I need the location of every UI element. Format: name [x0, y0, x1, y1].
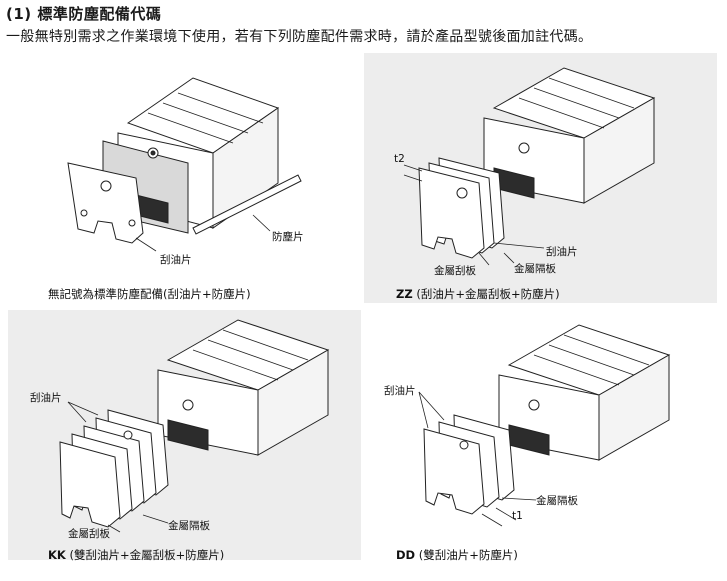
caption-standard: 無記號為標準防塵配備(刮油片+防塵片) [48, 287, 251, 301]
label-scraper: 刮油片 [384, 385, 416, 397]
panel-standard: 刮油片 防塵片 無記號為標準防塵配備(刮油片+防塵片) [8, 53, 361, 303]
label-t1: t1 [512, 510, 523, 522]
label-t2: t2 [394, 153, 405, 165]
caption-dd-text: (雙刮油片+防塵片) [415, 548, 518, 562]
label-metal-spacer: 金屬隔板 [168, 520, 210, 532]
caption-kk-text: (雙刮油片+金屬刮板+防塵片) [65, 548, 225, 562]
standard-block-illustration [67, 77, 302, 252]
label-metal-spacer: 金屬隔板 [514, 263, 556, 275]
code-zz: ZZ [396, 287, 413, 301]
intro-text: 一般無特別需求之作業環境下使用，若有下列防塵配件需求時，請於產品型號後面加註代碼… [6, 29, 593, 45]
label-metal-spacer: 金屬隔板 [536, 495, 578, 507]
section-heading: (1) 標準防塵配備代碼 [6, 5, 162, 23]
label-dust-strip: 防塵片 [272, 231, 304, 243]
panel-dd: 刮油片 金屬隔板 t1 DD (雙刮油片+防塵片) [364, 310, 717, 563]
dd-block-illustration [418, 324, 671, 527]
code-kk: KK [48, 548, 66, 562]
label-metal-scraper: 金屬刮板 [434, 265, 476, 277]
label-scraper: 刮油片 [30, 392, 62, 404]
caption-kk: KK (雙刮油片+金屬刮板+防塵片) [48, 547, 224, 563]
panel-kk: 刮油片 金屬刮板 金屬隔板 KK (雙刮油片+金屬刮板+防塵片) [8, 310, 361, 563]
kk-block-illustration [59, 319, 330, 533]
panel-zz: t2 刮油片 金屬刮板 金屬隔板 ZZ (刮油片+金屬刮板+防塵片) [364, 53, 717, 303]
label-scraper: 刮油片 [546, 246, 578, 258]
zz-block-illustration [403, 67, 656, 266]
label-metal-scraper: 金屬刮板 [68, 528, 110, 540]
caption-dd: DD (雙刮油片+防塵片) [396, 547, 518, 563]
label-scraper: 刮油片 [160, 254, 192, 266]
caption-zz: ZZ (刮油片+金屬刮板+防塵片) [396, 286, 560, 302]
code-dd: DD [396, 548, 416, 562]
caption-zz-text: (刮油片+金屬刮板+防塵片) [412, 287, 560, 301]
